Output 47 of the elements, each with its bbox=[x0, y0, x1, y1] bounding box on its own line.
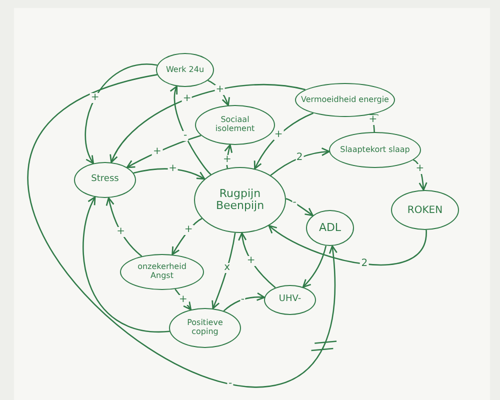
node-label: ROKEN bbox=[407, 204, 443, 216]
node-label: Stress bbox=[91, 175, 119, 185]
causal-ellipse bbox=[264, 285, 316, 315]
causal-ellipse bbox=[169, 308, 241, 348]
arrow bbox=[126, 134, 202, 168]
causal-ellipse bbox=[306, 210, 354, 246]
causal-ellipse bbox=[120, 254, 204, 290]
arrow bbox=[106, 197, 142, 257]
arrow bbox=[28, 74, 338, 388]
edge-label: + bbox=[178, 294, 188, 305]
node-label: Sociaal isolement bbox=[214, 116, 256, 134]
node-label: Vermoeidheid energie bbox=[301, 96, 389, 104]
edge-label: 2 bbox=[360, 258, 369, 269]
arrow bbox=[82, 196, 170, 332]
arrow bbox=[170, 86, 212, 175]
causal-ellipse bbox=[74, 162, 136, 198]
edge-label: - bbox=[292, 198, 298, 208]
edge-label: + bbox=[152, 147, 162, 158]
causal-ellipse bbox=[156, 53, 214, 87]
node-label: Slaaptekort slaap bbox=[340, 146, 410, 154]
arrow bbox=[268, 224, 427, 266]
edge-label: + bbox=[182, 94, 192, 104]
arrow bbox=[84, 64, 158, 164]
node-label: Werk 24u bbox=[166, 66, 204, 74]
causal-ellipse bbox=[194, 167, 286, 233]
arrow bbox=[270, 148, 330, 176]
edge-label: - bbox=[182, 130, 188, 141]
arrow bbox=[254, 112, 314, 170]
arrow bbox=[302, 246, 327, 288]
causal-ellipse bbox=[391, 190, 459, 230]
arrow bbox=[208, 80, 230, 106]
node-label: Positieve coping bbox=[186, 319, 224, 337]
arrow bbox=[172, 218, 202, 256]
arrow bbox=[286, 198, 314, 216]
arrow bbox=[223, 292, 266, 312]
edge-label: + bbox=[183, 225, 194, 236]
node-label: UHV- bbox=[278, 295, 302, 305]
edge-label: x bbox=[223, 263, 232, 274]
edge-label: + bbox=[368, 115, 378, 126]
arrow bbox=[212, 232, 236, 310]
arrow bbox=[133, 168, 206, 180]
edge-label: + bbox=[273, 130, 284, 140]
arrow bbox=[110, 84, 306, 164]
node-label: Rugpijn Beenpijn bbox=[214, 188, 266, 212]
node-label: ADL bbox=[318, 222, 342, 234]
arrow bbox=[238, 232, 276, 288]
node-label: onzekerheid Angst bbox=[136, 263, 188, 281]
